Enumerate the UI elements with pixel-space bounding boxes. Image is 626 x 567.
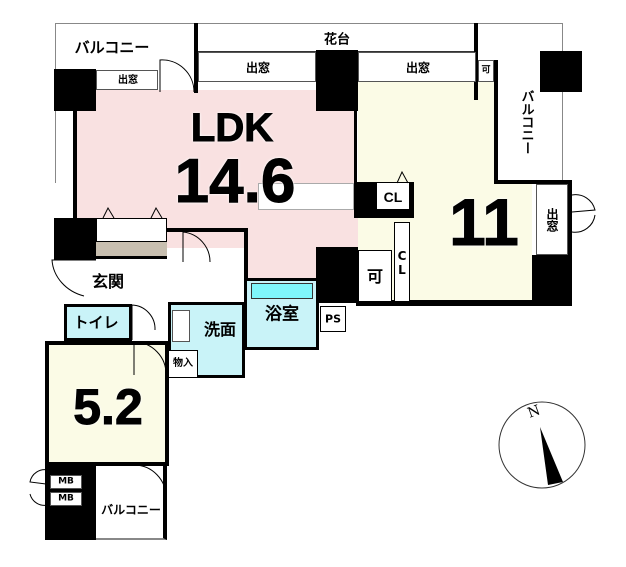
- movable-storage: 可: [358, 250, 392, 302]
- ldk-label: LDK: [190, 106, 274, 150]
- closet-strip: [96, 242, 167, 259]
- bay-window: 出窓: [96, 70, 158, 90]
- compass-icon: [498, 401, 586, 489]
- meter-box: MB: [50, 475, 82, 489]
- wall: [354, 111, 357, 183]
- bedroom-5-2: [45, 341, 169, 466]
- ldk-size: 14.6: [174, 147, 296, 216]
- bay-window-right: 出窓: [536, 184, 568, 255]
- balcony-bottom-label: バルコニー: [101, 503, 161, 517]
- wall: [356, 300, 572, 306]
- wall: [73, 111, 77, 219]
- bay-window: 出窓: [358, 52, 476, 82]
- toilet-label: トイレ: [73, 313, 119, 332]
- movable-small-box: 可: [478, 60, 494, 82]
- pillar: [54, 69, 96, 111]
- balcony-bottom: [96, 465, 167, 540]
- closet-cl: CL: [376, 182, 410, 210]
- kitchen-counter: [258, 183, 354, 210]
- washroom-label: 洗面: [203, 320, 237, 339]
- wall: [167, 228, 245, 232]
- wall: [494, 60, 498, 182]
- bay-window: 出窓: [198, 52, 316, 82]
- pillar: [532, 255, 572, 306]
- flower-bed-label: 花台: [323, 32, 351, 48]
- balcony-label: バルコニー: [74, 38, 150, 57]
- bedroom-main-size: 11: [449, 185, 520, 259]
- closet-cl-side: CL: [394, 222, 410, 302]
- entrance-label: 玄関: [91, 272, 125, 291]
- wall: [494, 180, 572, 184]
- sink: [172, 310, 190, 342]
- pillar: [54, 218, 96, 260]
- bathroom-label: 浴室: [265, 304, 299, 325]
- wall: [194, 23, 198, 93]
- pillar: [316, 247, 358, 303]
- entry-floor: [96, 258, 246, 302]
- pillar: [540, 51, 582, 92]
- balcony-right-label: バルコニー: [518, 89, 534, 155]
- toilet: [64, 304, 132, 341]
- wall: [474, 23, 478, 100]
- ps-box: PS: [320, 306, 346, 332]
- meter-box: MB: [50, 492, 82, 506]
- bedroom-11-floor-ext: [410, 182, 532, 304]
- pillar: [316, 50, 358, 111]
- storage: 物入: [168, 350, 198, 378]
- entry-closet: [96, 218, 167, 242]
- bedroom-small-size: 5.2: [73, 379, 144, 435]
- wall: [244, 228, 248, 278]
- wall: [568, 182, 572, 257]
- bathtub: [251, 283, 313, 299]
